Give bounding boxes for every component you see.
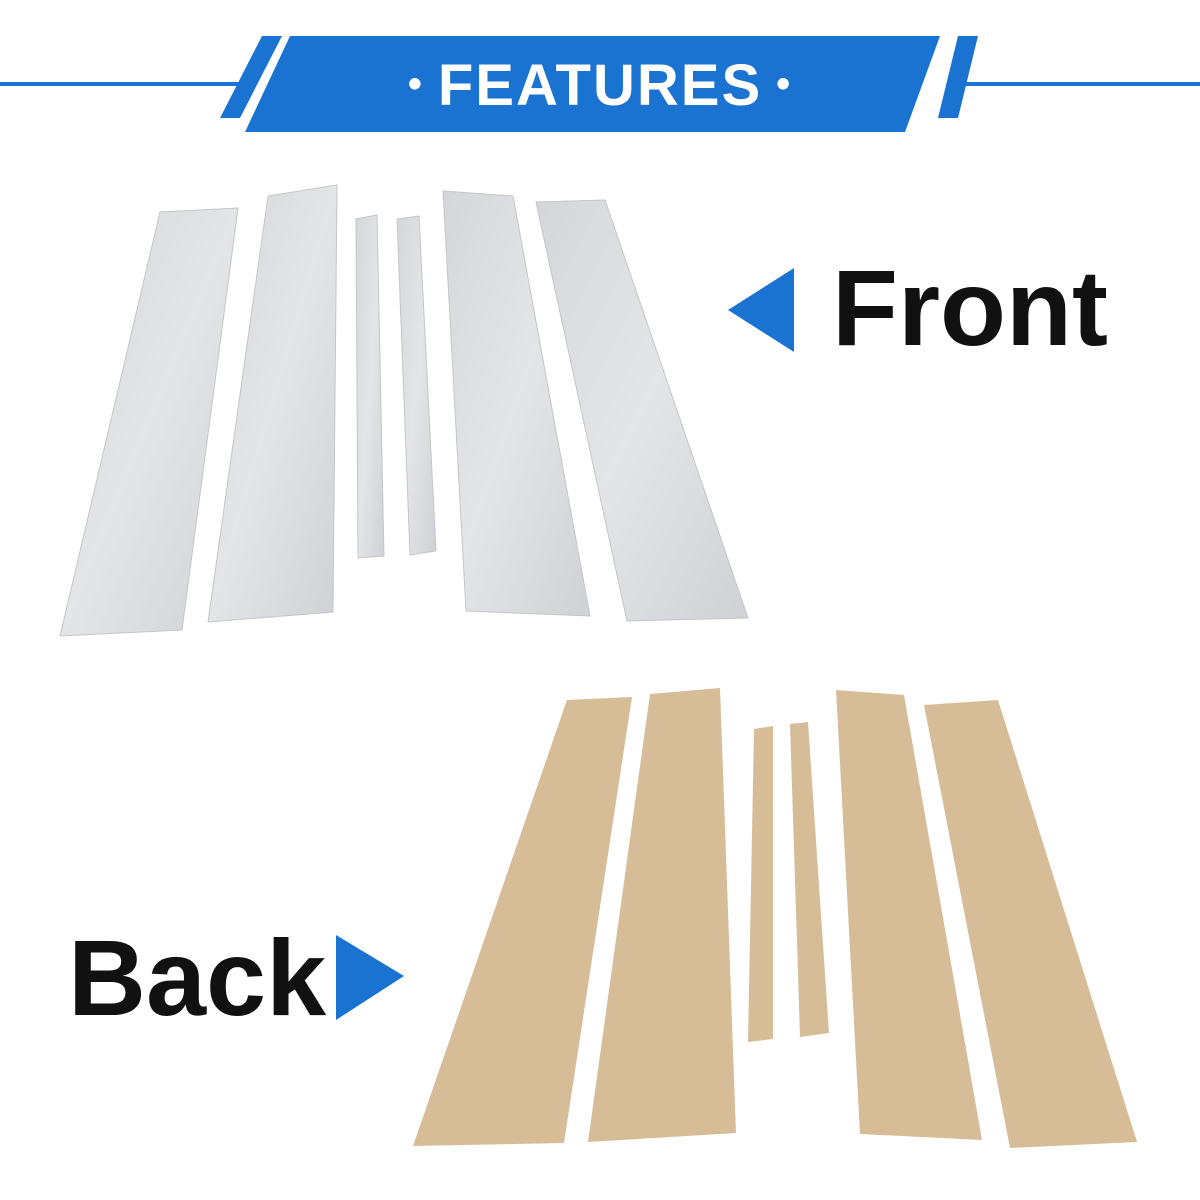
title-dot-right: •	[776, 61, 793, 106]
banner-band	[245, 36, 940, 132]
title-text: FEATURES	[437, 53, 763, 118]
title-dot-left: •	[407, 61, 424, 106]
front-piece-3	[355, 214, 385, 559]
front-piece-6	[535, 199, 749, 622]
banner-graphic	[0, 36, 1200, 132]
front-piece-2	[207, 184, 338, 623]
front-label: Front	[832, 247, 1108, 368]
back-piece-3	[748, 726, 773, 1042]
front-piece-4	[396, 215, 437, 556]
triangle-left-icon	[728, 268, 794, 352]
front-piece-1	[59, 207, 239, 637]
back-label: Back	[68, 917, 327, 1038]
features-banner: • FEATURES •	[0, 0, 1200, 150]
front-piece-5	[442, 190, 591, 617]
back-piece-6	[924, 700, 1137, 1148]
back-piece-1	[413, 697, 632, 1146]
banner-stripe-right	[938, 36, 978, 118]
banner-title: • FEATURES •	[0, 46, 1200, 130]
back-piece-5	[836, 690, 982, 1140]
banner-stripe-left	[220, 36, 282, 118]
back-piece-4	[790, 722, 829, 1037]
triangle-right-icon	[336, 935, 404, 1020]
back-pieces	[413, 688, 1137, 1148]
front-pieces	[59, 184, 749, 637]
back-piece-2	[588, 688, 736, 1142]
